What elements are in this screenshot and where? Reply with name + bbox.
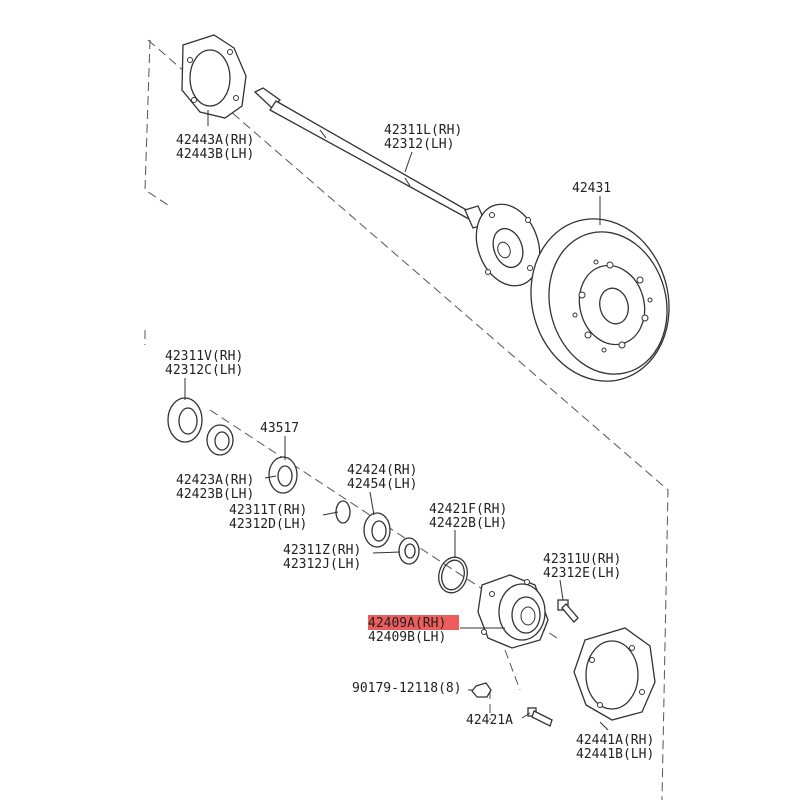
o-ring [438,556,468,594]
label-42454[interactable]: 42454(LH) [347,477,417,492]
backing-plate [573,627,656,721]
label-42312J[interactable]: 42312J(LH) [283,557,361,572]
label-42311Z[interactable]: 42311Z(RH) [283,543,361,558]
label-42424[interactable]: 42424(RH) [347,463,417,478]
label-42443B[interactable]: 42443B(LH) [176,147,254,162]
label-90179[interactable]: 90179-12118(8) [352,681,462,696]
label-42311T[interactable]: 42311T(RH) [229,503,307,518]
label-42409A[interactable]: 42409A(RH) [368,616,446,631]
hex-nut [471,682,492,698]
leader-lines [184,110,609,731]
label-42409B[interactable]: 42409B(LH) [368,630,446,645]
label-42311U[interactable]: 42311U(RH) [543,552,621,567]
part-labels: 42443A(RH) 42443B(LH) 42311L(RH) 42312(L… [165,123,654,762]
inner-bearing [206,424,234,456]
outer-bearing [363,512,391,548]
selected-part-highlight [368,615,459,630]
label-42421F[interactable]: 42421F(RH) [429,502,507,517]
label-42422B[interactable]: 42422B(LH) [429,516,507,531]
label-42423A[interactable]: 42423A(RH) [176,473,254,488]
axle-shaft [253,87,541,287]
hub-stud [527,707,553,727]
label-42311V[interactable]: 42311V(RH) [165,349,243,364]
assembly-frame [144,39,669,800]
label-42312C[interactable]: 42312C(LH) [165,363,243,378]
label-42443A[interactable]: 42443A(RH) [176,133,254,148]
label-43517[interactable]: 43517 [260,421,299,436]
spacer-ring [398,537,420,565]
label-42423B[interactable]: 42423B(LH) [176,487,254,502]
label-42311L[interactable]: 42311L(RH) [384,123,462,138]
washer [335,500,351,524]
label-42431[interactable]: 42431 [572,181,611,196]
axis-lines [209,409,561,720]
label-42312[interactable]: 42312(LH) [384,137,454,152]
brake-rotor [530,218,670,382]
hub-bearing-assembly [477,574,549,649]
label-42421A[interactable]: 42421A [466,713,513,728]
oil-seal [167,397,203,443]
label-42312E[interactable]: 42312E(LH) [543,566,621,581]
label-42441B[interactable]: 42441B(LH) [576,747,654,762]
label-42441A[interactable]: 42441A(RH) [576,733,654,748]
shim-plate-top [181,34,247,119]
hub-bolt [557,599,579,623]
label-42312D[interactable]: 42312D(LH) [229,517,307,532]
bearing-retainer [268,456,298,494]
